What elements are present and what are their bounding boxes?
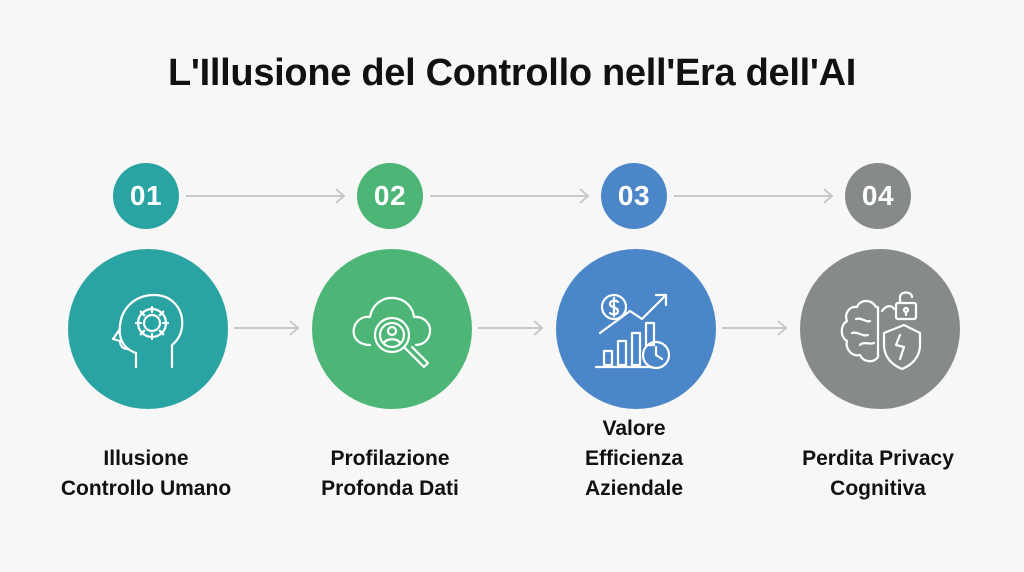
step-circle-3 — [556, 249, 716, 409]
mid-arrow-1-2 — [234, 320, 300, 336]
step-label-1: Illusione Controllo Umano — [60, 447, 232, 500]
mid-arrow-3-4 — [722, 320, 788, 336]
brain-lock-shield-icon — [840, 291, 922, 371]
step-label-2: Profilazione Profonda Dati — [321, 447, 459, 500]
step-circle-4 — [800, 249, 960, 409]
step-number-badge-1: 01 — [113, 163, 179, 229]
step-circle-1 — [68, 249, 228, 409]
head-gear-icon — [111, 293, 184, 369]
step-number-badge-2: 02 — [357, 163, 423, 229]
step-circle-2 — [312, 249, 472, 409]
page-title: L'Illusione del Controllo nell'Era dell'… — [167, 52, 857, 94]
top-arrow-2-3 — [430, 188, 590, 204]
cloud-search-person-icon — [352, 296, 432, 369]
top-arrow-3-4 — [674, 188, 834, 204]
step-label-3: Valore Efficienza Aziendale — [584, 417, 684, 500]
mid-arrow-2-3 — [478, 320, 544, 336]
step-number-badge-3: 03 — [601, 163, 667, 229]
step-label-4: Perdita Privacy Cognitiva — [802, 447, 954, 500]
growth-chart-dollar-clock-icon — [594, 293, 671, 370]
top-arrow-1-2 — [186, 188, 346, 204]
step-number-badge-4: 04 — [845, 163, 911, 229]
